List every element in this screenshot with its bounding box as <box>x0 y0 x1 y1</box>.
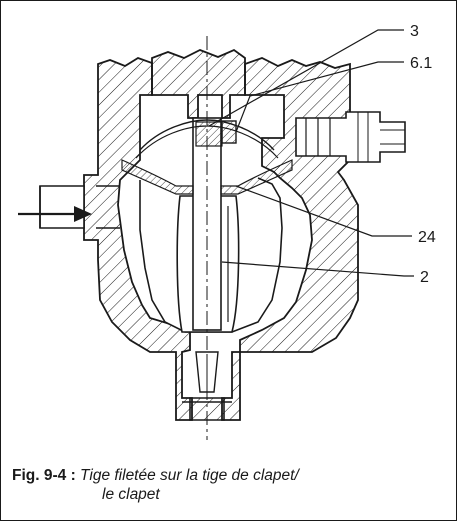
inlet-pipe <box>39 185 85 229</box>
seat-membrane <box>121 159 194 195</box>
callout-24: 24 <box>418 229 436 246</box>
caption-line-2: le clapet <box>102 486 160 503</box>
flow-arrow-head <box>74 206 92 222</box>
leader-line-24 <box>235 185 412 237</box>
figure-label: Fig. 9-4 : <box>12 467 76 484</box>
callout-6-1: 6.1 <box>410 55 432 72</box>
caption-line-1: Tige filetée sur la tige de clapet/ <box>80 467 299 484</box>
leader-line-2 <box>221 261 414 277</box>
bonnet <box>151 48 246 119</box>
right-pipe-fitting <box>295 111 406 163</box>
leader-line-6-1 <box>235 61 404 133</box>
figure-caption: Fig. 9-4 : Tige filetée sur la tige de c… <box>12 466 442 504</box>
leader-line-3 <box>208 29 404 127</box>
callout-3: 3 <box>410 23 419 40</box>
callout-2: 2 <box>420 269 429 286</box>
